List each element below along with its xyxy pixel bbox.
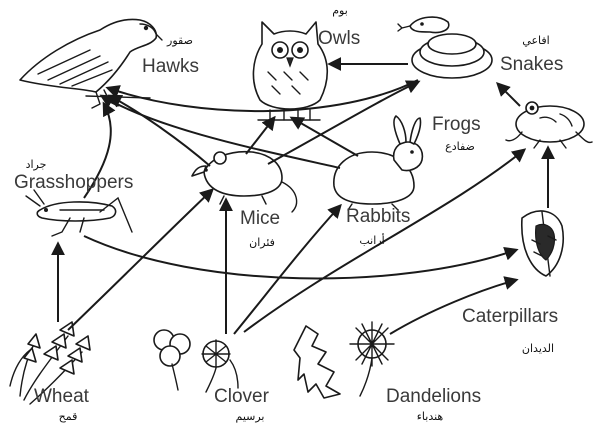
label-wheat-ar: قمح [59, 410, 78, 423]
label-hawks-ar: صقور [166, 34, 193, 47]
snake-icon [398, 17, 492, 78]
rabbit-icon [334, 116, 423, 210]
hawk-icon [20, 19, 162, 108]
label-owls-en: Owls [318, 28, 360, 49]
label-caterpillars-en: Caterpillars [462, 306, 558, 327]
grasshopper-icon [26, 190, 132, 236]
label-clover-en: Clover [214, 386, 270, 407]
label-rabbits-en: Rabbits [346, 206, 410, 227]
clover-icon [154, 330, 238, 392]
label-hawks-en: Hawks [142, 56, 199, 77]
label-owls-ar: بوم [332, 4, 348, 17]
label-rabbits-ar: أرانب [359, 233, 384, 247]
dandelion-icon [294, 322, 394, 398]
label-snakes-ar: افاعي [522, 34, 549, 47]
label-grasshoppers-ar: جراد [26, 158, 47, 171]
arrow-grasshoppers-to-caterpillars [84, 236, 516, 278]
label-clover-ar: برسيم [236, 410, 265, 423]
label-mice-ar: فئران [249, 236, 275, 249]
label-wheat-en: Wheat [34, 386, 90, 407]
label-mice-en: Mice [240, 208, 280, 229]
label-caterpillars-ar: الديدان [522, 342, 554, 355]
arrow-mice-to-owls [246, 118, 274, 154]
label-grasshoppers-en: Grasshoppers [14, 172, 133, 193]
arrow-frogs-to-snakes [498, 84, 520, 106]
label-dandelions-ar: هندباء [417, 410, 444, 423]
arrow-rabbits-to-owls [292, 118, 358, 156]
label-frogs-ar: ضفادع [445, 140, 475, 153]
label-dandelions-en: Dandelions [386, 386, 481, 407]
caterpillar-icon [522, 211, 563, 276]
label-snakes-en: Snakes [500, 54, 563, 75]
mouse-icon [192, 152, 297, 212]
label-frogs-en: Frogs [432, 114, 481, 135]
frog-icon [506, 102, 592, 148]
owl-icon [253, 22, 327, 120]
